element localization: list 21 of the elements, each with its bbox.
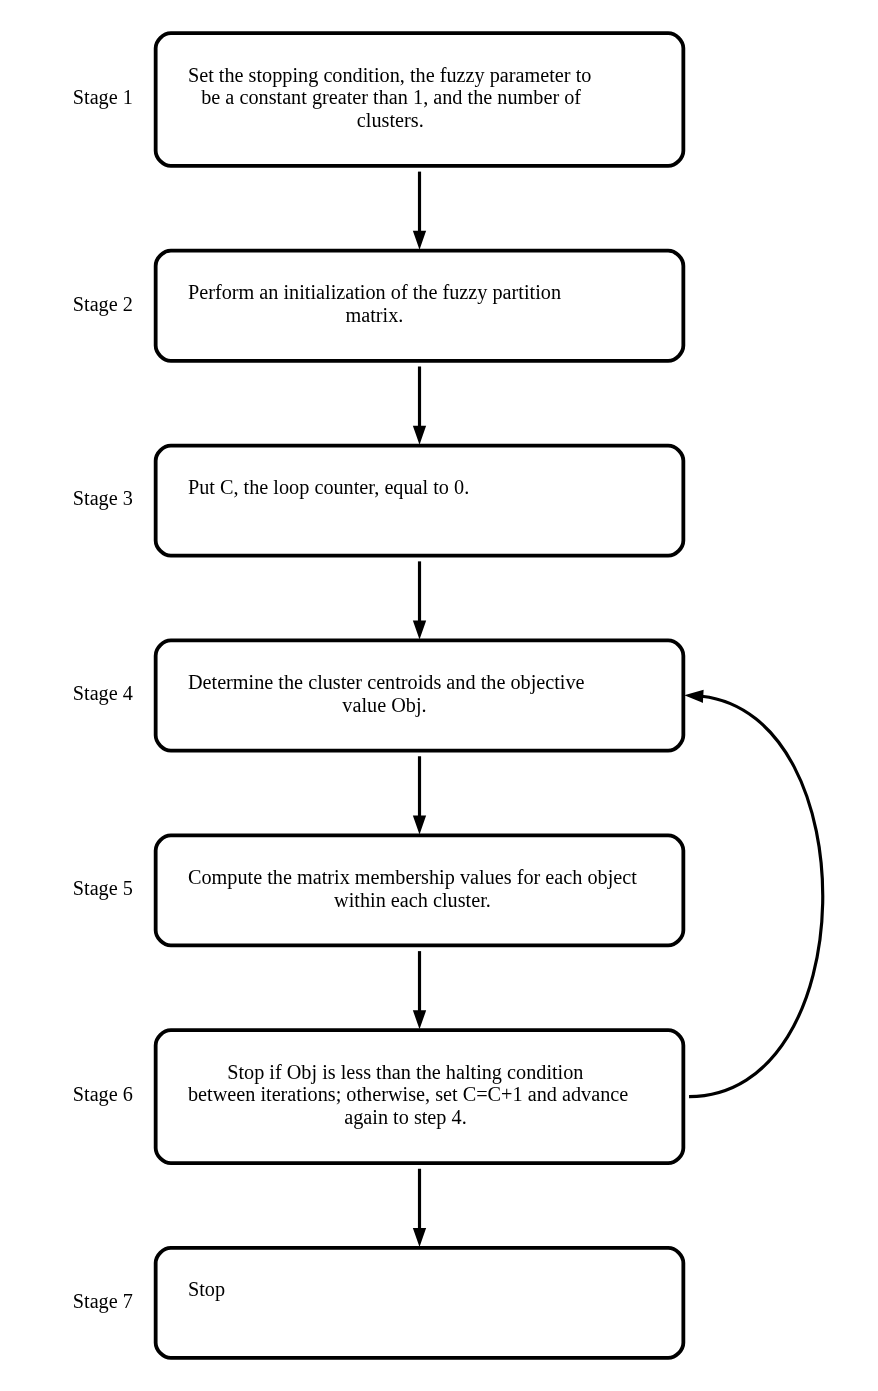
node-label: Stage 4 [72,682,133,705]
node-label: Stage 7 [72,1289,133,1312]
node-label: Stage 6 [72,1083,133,1106]
node-box: Compute the matrix membership values for each object within each cluster. [153,833,686,948]
node-box: Determine the cluster centroids and the objective value Obj. [153,638,686,753]
node-label: Stage 1 [72,86,133,109]
node-box: Stop if Obj is less than the halting condition between iterations; otherwise, set C=C+1 and advance again to step 4. [153,1028,686,1165]
arrow [412,1168,427,1247]
arrow [412,366,427,445]
arrow [412,561,427,640]
node-box: Perform an initialization of the fuzzy partition matrix. [153,248,686,363]
arrow [412,951,427,1030]
arrow [684,689,825,1099]
node-label: Stage 5 [72,877,133,900]
node-box: Put C, the loop counter, equal to 0. [153,443,686,558]
node-box: Set the stopping condition, the fuzzy parameter to be a constant greater than 1, and the number of clusters. [153,31,686,168]
arrow [412,171,427,250]
node-label: Stage 3 [72,487,133,510]
node-label: Stage 2 [72,292,133,315]
arrow [412,756,427,835]
node-box: Stop [153,1245,686,1360]
